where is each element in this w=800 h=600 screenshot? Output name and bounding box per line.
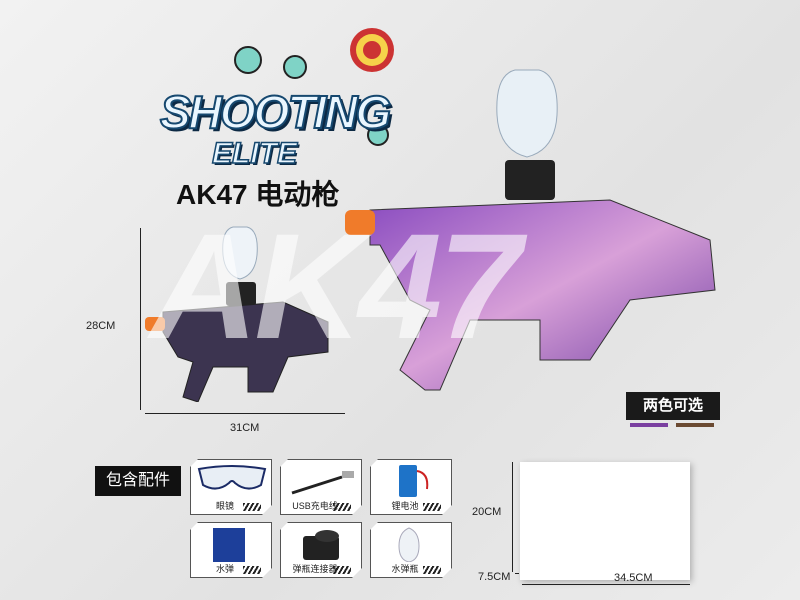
accessory-bottle: 水弹瓶 — [370, 522, 452, 578]
box-depth-line — [515, 573, 519, 574]
accessories-title: 包含配件 — [95, 466, 181, 496]
accessory-label: 眼镜 — [215, 501, 234, 511]
usb-cable-icon — [287, 463, 357, 499]
box-length-line — [522, 584, 690, 585]
accessory-label: 水弹瓶 — [391, 564, 419, 574]
color-swatch-brown — [676, 423, 714, 427]
accessory-label: 锂电池 — [391, 501, 419, 511]
logo-graphic — [234, 28, 394, 146]
gun-length-label: 31CM — [230, 422, 260, 434]
accessory-usb-cable: USB充电线 — [280, 459, 362, 515]
accessory-battery: 锂电池 — [370, 459, 452, 515]
glasses-icon — [197, 463, 267, 499]
gun-height-label: 28CM — [86, 320, 116, 332]
height-dimension-line — [140, 228, 141, 410]
accessory-label: 水弹 — [215, 564, 234, 574]
package-box — [520, 462, 690, 580]
color-swatch-purple — [630, 423, 668, 427]
logo-elite: ELITE — [211, 136, 298, 171]
water-beads-icon — [197, 526, 267, 562]
color-option-badge: 两色可选 — [626, 392, 720, 420]
accessory-label: USB充电线 — [292, 501, 338, 511]
box-depth-label: 7.5CM — [478, 571, 511, 583]
small-gun-image — [145, 226, 329, 402]
accessory-connector: 弹瓶连接器 — [280, 522, 362, 578]
logo-shooting: SHOOTING — [159, 85, 392, 139]
product-title: AK47 电动枪 — [176, 179, 340, 210]
bottle-icon — [377, 526, 447, 562]
battery-icon — [377, 463, 447, 499]
target-icon — [350, 28, 394, 72]
accessory-label: 弹瓶连接器 — [292, 564, 338, 574]
accessory-water-beads: 水弹 — [190, 522, 272, 578]
box-length-label: 34.5CM — [614, 572, 653, 584]
box-height-label: 20CM — [472, 506, 502, 518]
large-gun-image — [345, 69, 716, 391]
connector-icon — [287, 526, 357, 562]
box-height-line — [512, 462, 513, 572]
accessory-glasses: 眼镜 — [190, 459, 272, 515]
length-dimension-line — [145, 413, 345, 414]
